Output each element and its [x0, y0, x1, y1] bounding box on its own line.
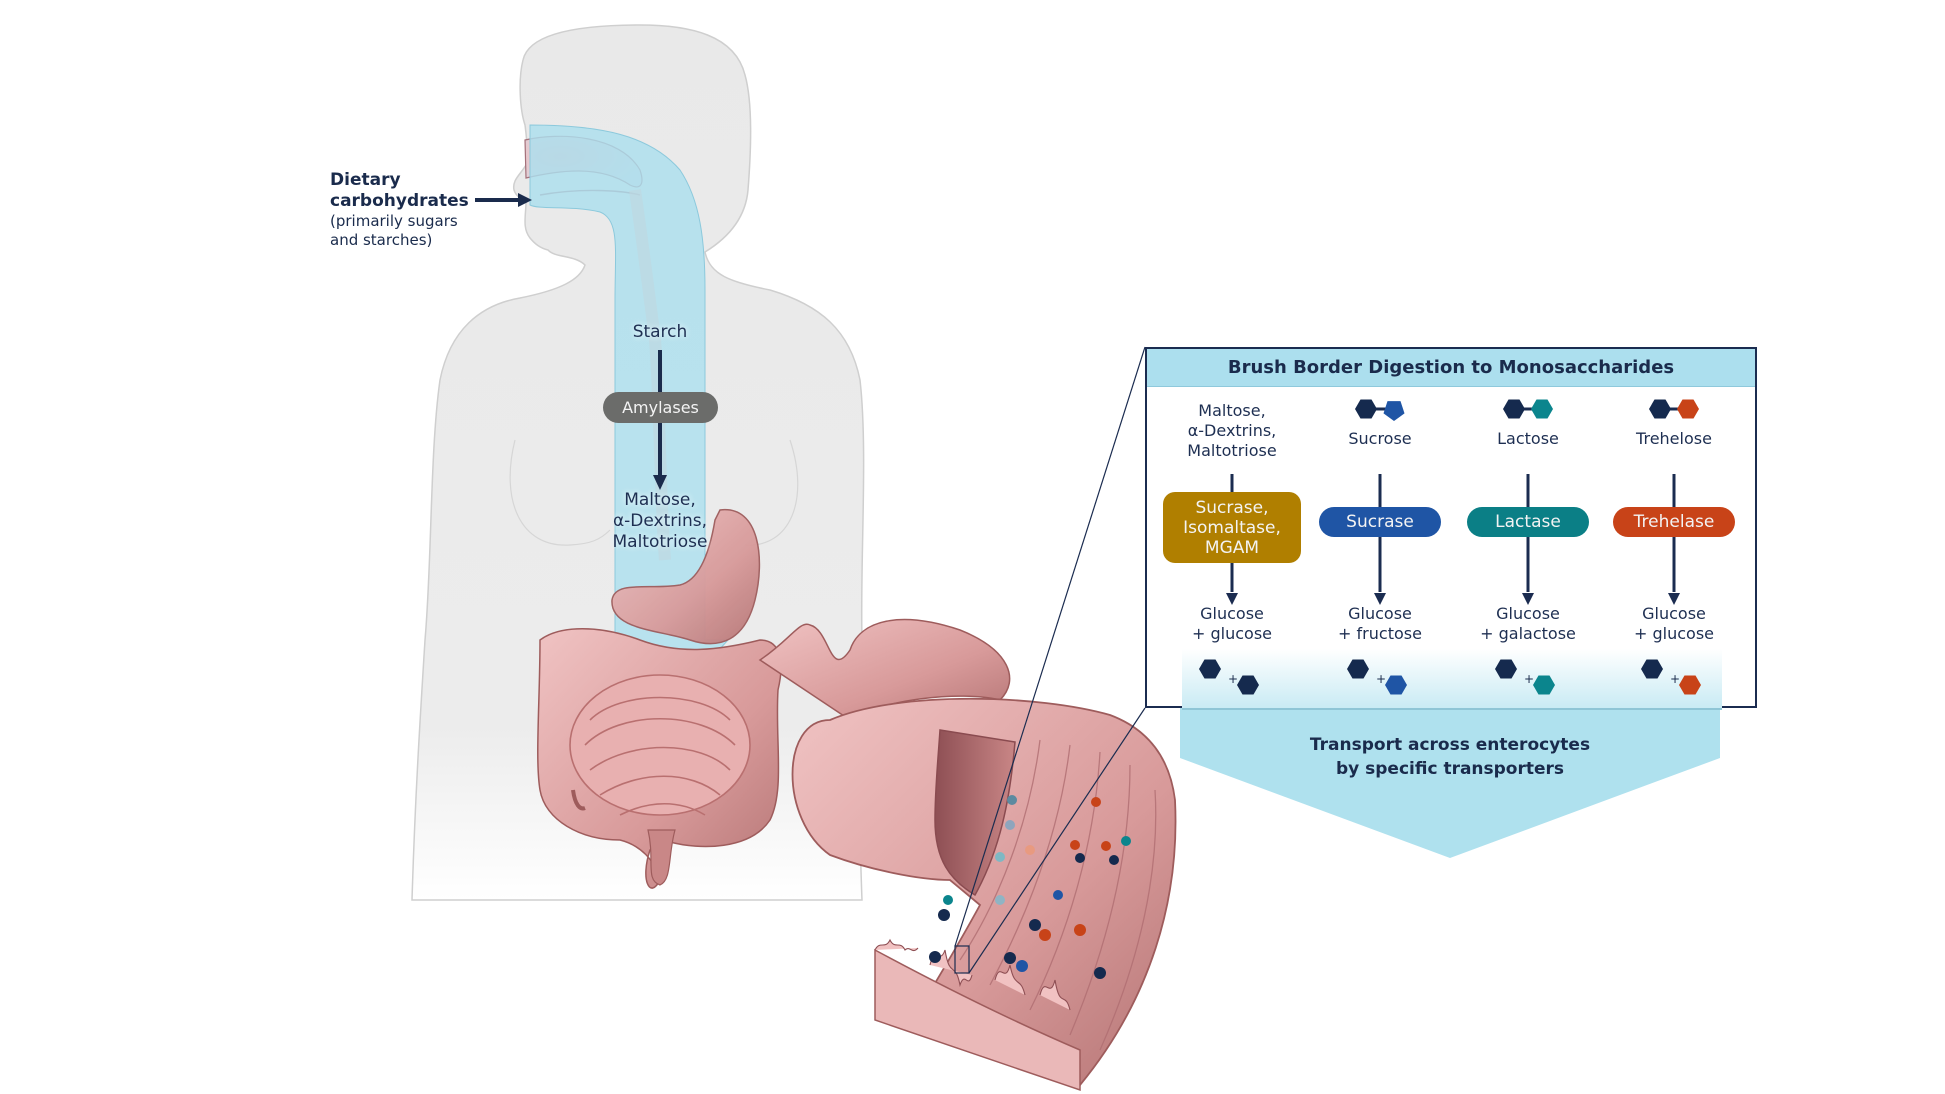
product-line: Glucose — [1496, 604, 1560, 623]
intro-title-line1: Dietary — [330, 170, 401, 190]
enzyme-pill: Sucrase,Isomaltase,MGAM — [1163, 492, 1301, 563]
monosaccharide-b-icon — [1385, 675, 1407, 695]
plus-sign: + — [1670, 672, 1680, 686]
product-line: + glucose — [1634, 624, 1714, 643]
product-line: + galactose — [1480, 624, 1576, 643]
product-line: + fructose — [1338, 624, 1422, 643]
enzyme-name: Trehelase — [1633, 512, 1715, 532]
dietary-carbohydrates-label: Dietary carbohydrates (primarily sugars … — [330, 170, 469, 250]
substrate-label: Maltose,α-Dextrins,Maltotriose — [1162, 401, 1302, 461]
brush-border-panel: Brush Border Digestion to Monosaccharide… — [1145, 347, 1757, 710]
enzyme-name: Sucrase, — [1195, 497, 1269, 518]
fructose-pentagon-icon — [1383, 401, 1405, 421]
product-line: + glucose — [1192, 624, 1272, 643]
arrow-head-icon — [1226, 593, 1238, 605]
enzyme-name: MGAM — [1204, 537, 1260, 558]
amylases-pill: Amylases — [603, 392, 718, 423]
starch-label: Starch — [632, 322, 688, 342]
product-label: Glucose+ fructose — [1310, 604, 1450, 644]
substrate-line: Maltose, — [1198, 401, 1266, 420]
galactose-hexagon-icon — [1531, 399, 1553, 419]
stomach — [611, 509, 761, 645]
glucose-hexagon-icon — [1503, 399, 1525, 419]
enzyme-name: Sucrase — [1346, 512, 1414, 532]
transport-label: Transport across enterocytes by specific… — [1250, 733, 1650, 781]
intro-title-line2: carbohydrates — [330, 191, 469, 211]
product-line: Glucose — [1348, 604, 1412, 623]
enzyme-pill: Trehelase — [1613, 507, 1735, 537]
product-line: Glucose — [1642, 604, 1706, 623]
small-intestine — [569, 674, 751, 816]
flow-product-dextrins: α-Dextrins, — [612, 511, 708, 531]
substrate-line: α-Dextrins, — [1187, 421, 1277, 440]
product-label: Glucose+ galactose — [1458, 604, 1598, 644]
enzyme-pill: Sucrase — [1319, 507, 1441, 537]
monosaccharide-a-icon — [1495, 659, 1517, 679]
substrate-line: Trehelose — [1636, 429, 1712, 448]
intro-sub-line1: (primarily sugars — [330, 212, 458, 230]
plus-sign: + — [1228, 672, 1238, 686]
substrate-line: Lactose — [1497, 429, 1559, 448]
transport-line1: Transport across enterocytes — [1309, 735, 1591, 755]
plus-sign: + — [1524, 672, 1534, 686]
product-line: Glucose — [1200, 604, 1264, 623]
transport-line2: by specific transporters — [1335, 759, 1565, 779]
panel-title: Brush Border Digestion to Monosaccharide… — [1147, 349, 1755, 387]
substrate-line: Sucrose — [1348, 429, 1412, 448]
panel-graphics: + + + + — [1199, 399, 1701, 695]
flow-product-maltose: Maltose, — [624, 490, 696, 510]
flow-product-maltotriose: Maltotriose — [612, 532, 708, 552]
flow-products-label: Maltose, α-Dextrins, Maltotriose — [590, 490, 730, 553]
absorption-band — [1182, 649, 1722, 710]
monosaccharide-b-icon — [1679, 675, 1701, 695]
glucose-hexagon-icon — [1355, 399, 1377, 419]
enzyme-pill: Lactase — [1467, 507, 1589, 537]
intestine-section — [791, 697, 1177, 1087]
intro-sub-line2: and starches) — [330, 231, 433, 249]
substrate-line: Maltotriose — [1187, 441, 1277, 460]
plus-sign: + — [1376, 672, 1386, 686]
substrate-label: Lactose — [1458, 429, 1598, 449]
monosaccharide-b-icon — [1533, 675, 1555, 695]
monosaccharide-b-icon — [1237, 675, 1259, 695]
enzyme-name: Isomaltase, — [1183, 517, 1281, 538]
arrow-head-icon — [1522, 593, 1534, 605]
substrate-label: Trehelose — [1604, 429, 1744, 449]
molecules-in-lumen — [929, 795, 1131, 979]
monosaccharide-a-icon — [1347, 659, 1369, 679]
enzyme-name: Lactase — [1495, 512, 1561, 532]
product-label: Glucose+ glucose — [1604, 604, 1744, 644]
arrow-head-icon — [1668, 593, 1680, 605]
arrow-head-icon — [1374, 593, 1386, 605]
monosaccharide-a-icon — [1641, 659, 1663, 679]
glucose-hexagon-icon — [1677, 399, 1699, 419]
product-label: Glucose+ glucose — [1162, 604, 1302, 644]
glucose-hexagon-icon — [1649, 399, 1671, 419]
substrate-label: Sucrose — [1310, 429, 1450, 449]
monosaccharide-a-icon — [1199, 659, 1221, 679]
